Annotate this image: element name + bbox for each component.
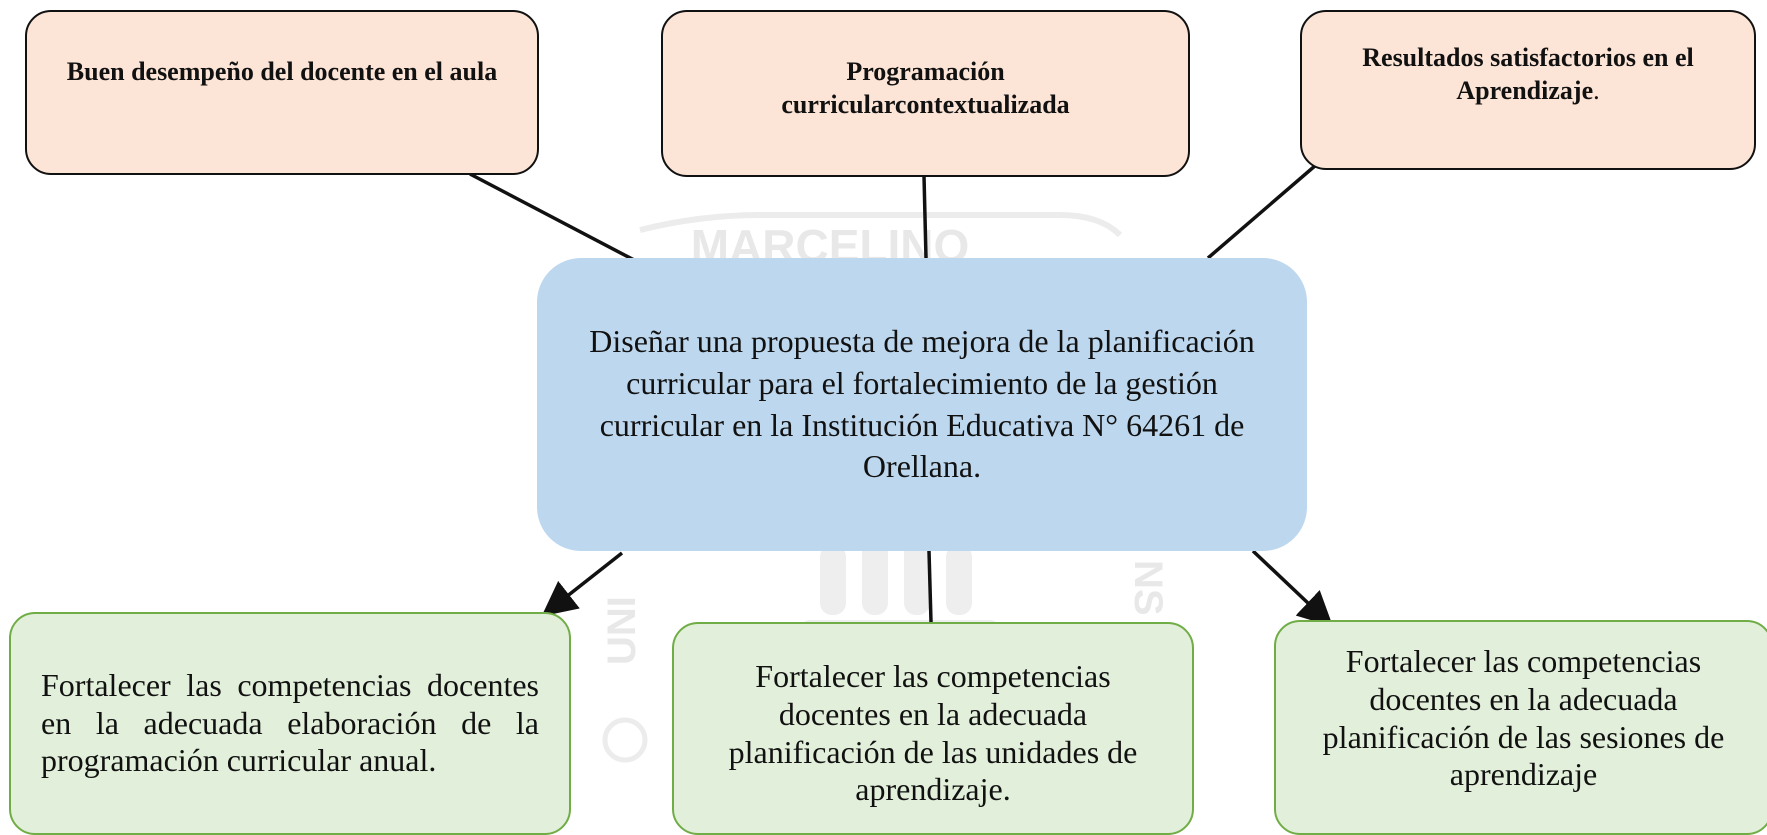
bottom-box-programacion-anual: Fortalecer las competencias docentes en …	[9, 612, 571, 835]
watermark-emblem-circle	[602, 717, 648, 763]
bottom-box-sesiones-text: Fortalecer las competencias docentes en …	[1322, 643, 1725, 793]
connector-top-right	[1206, 163, 1318, 260]
connector-top-left	[469, 172, 656, 273]
bottom-box-sesiones: Fortalecer las competencias docentes en …	[1274, 620, 1767, 835]
watermark-right-text: NS	[1126, 560, 1170, 616]
connector-bottom-left	[541, 551, 624, 617]
bottom-box-unidades: Fortalecer las competencias docentes en …	[672, 622, 1194, 835]
bottom-box-programacion-anual-text: Fortalecer las competencias docentes en …	[41, 666, 539, 779]
connector-bottom-right	[1251, 549, 1334, 627]
top-box-desempeno: Buen desempeño del docente en el aula	[25, 10, 539, 175]
watermark-left-text: UNI	[600, 596, 644, 665]
connector-bottom-center	[927, 550, 933, 623]
top-box-resultados: Resultados satisfactorios en el Aprendiz…	[1300, 10, 1756, 170]
central-objective-box: Diseñar una propuesta de mejora de la pl…	[537, 258, 1307, 551]
top-box-resultados-text: Resultados satisfactorios en el Aprendiz…	[1362, 43, 1694, 105]
top-box-resultados-suffix: .	[1593, 75, 1600, 105]
connector-top-center	[922, 175, 928, 259]
top-box-desempeno-text: Buen desempeño del docente en el aula	[66, 57, 498, 86]
top-box-programacion-text: Programación curricularcontextualizada	[781, 57, 1070, 119]
central-objective-text: Diseñar una propuesta de mejora de la pl…	[589, 323, 1255, 485]
top-box-programacion: Programación curricularcontextualizada	[661, 10, 1190, 177]
bottom-box-unidades-text: Fortalecer las competencias docentes en …	[728, 658, 1138, 808]
